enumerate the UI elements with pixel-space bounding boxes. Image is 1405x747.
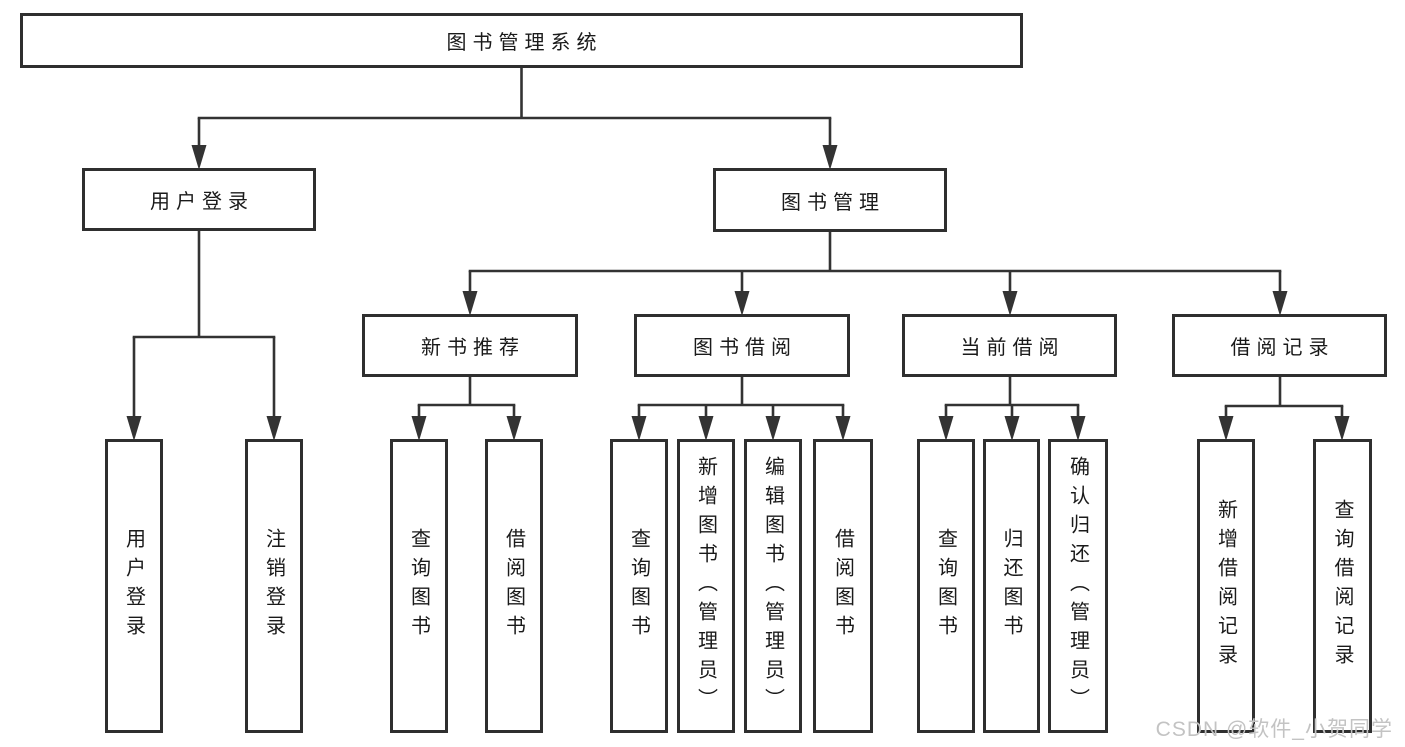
leaf-query-books-borrow: 查询图书 (610, 439, 668, 733)
node-user-login: 用户登录 (82, 168, 316, 231)
node-root: 图书管理系统 (20, 13, 1023, 68)
leaf-logout-label: 注销登录 (262, 528, 285, 644)
leaf-query-books-recommend: 查询图书 (390, 439, 448, 733)
leaf-query-borrow-record: 查询借阅记录 (1313, 439, 1372, 733)
leaf-return-books-label: 归还图书 (1000, 528, 1022, 644)
leaf-query-borrow-record-label: 查询借阅记录 (1331, 499, 1353, 673)
connector-new-book-recommend-to-leaves (411, 377, 522, 441)
leaf-confirm-return-admin: 确认归还（管理员） (1048, 439, 1108, 733)
leaf-edit-books-admin-label: 编辑图书（管理员） (761, 455, 784, 717)
leaf-query-books-current-label: 查询图书 (934, 528, 957, 644)
node-new-book-recommend: 新书推荐 (362, 314, 578, 377)
node-borrow-records: 借阅记录 (1172, 314, 1387, 377)
leaf-borrow-books-recommend: 借阅图书 (485, 439, 543, 733)
leaf-borrow-books-label: 借阅图书 (831, 528, 854, 644)
connector-root-to-level2 (191, 68, 838, 170)
node-new-book-recommend-label: 新书推荐 (421, 337, 525, 359)
connector-current-borrow-to-leaves (938, 377, 1086, 441)
leaf-add-books-admin-label: 新增图书（管理员） (694, 455, 717, 717)
leaf-logout: 注销登录 (245, 439, 303, 733)
node-borrow-records-label: 借阅记录 (1230, 337, 1335, 359)
leaf-add-borrow-record: 新增借阅记录 (1197, 439, 1255, 733)
node-current-borrow-label: 当前借阅 (960, 337, 1065, 359)
leaf-return-books: 归还图书 (983, 439, 1040, 733)
leaf-borrow-books: 借阅图书 (813, 439, 873, 733)
leaf-user-login-label: 用户登录 (122, 528, 145, 644)
node-book-borrow: 图书借阅 (634, 314, 850, 377)
connector-user-login-to-leaves (126, 231, 282, 441)
leaf-query-books-recommend-label: 查询图书 (407, 528, 430, 644)
leaf-borrow-books-recommend-label: 借阅图书 (502, 528, 525, 644)
node-current-borrow: 当前借阅 (902, 314, 1117, 377)
connector-book-management-to-level3 (462, 232, 1288, 316)
leaf-confirm-return-admin-label: 确认归还（管理员） (1066, 455, 1089, 717)
node-user-login-label: 用户登录 (150, 191, 254, 213)
leaf-user-login: 用户登录 (105, 439, 163, 733)
node-book-management-label: 图书管理 (781, 191, 885, 214)
leaf-query-books-borrow-label: 查询图书 (627, 528, 650, 644)
connector-book-borrow-to-leaves (631, 377, 851, 441)
node-root-label: 图书管理系统 (446, 32, 603, 54)
connector-borrow-records-to-leaves (1218, 377, 1350, 441)
leaf-add-borrow-record-label: 新增借阅记录 (1214, 499, 1237, 673)
leaf-edit-books-admin: 编辑图书（管理员） (744, 439, 802, 733)
node-book-borrow-label: 图书借阅 (693, 337, 797, 359)
leaf-query-books-current: 查询图书 (917, 439, 975, 733)
leaf-add-books-admin: 新增图书（管理员） (677, 439, 735, 733)
watermark-text: CSDN @软件_小贺同学 (1155, 718, 1393, 741)
node-book-management: 图书管理 (713, 168, 947, 232)
